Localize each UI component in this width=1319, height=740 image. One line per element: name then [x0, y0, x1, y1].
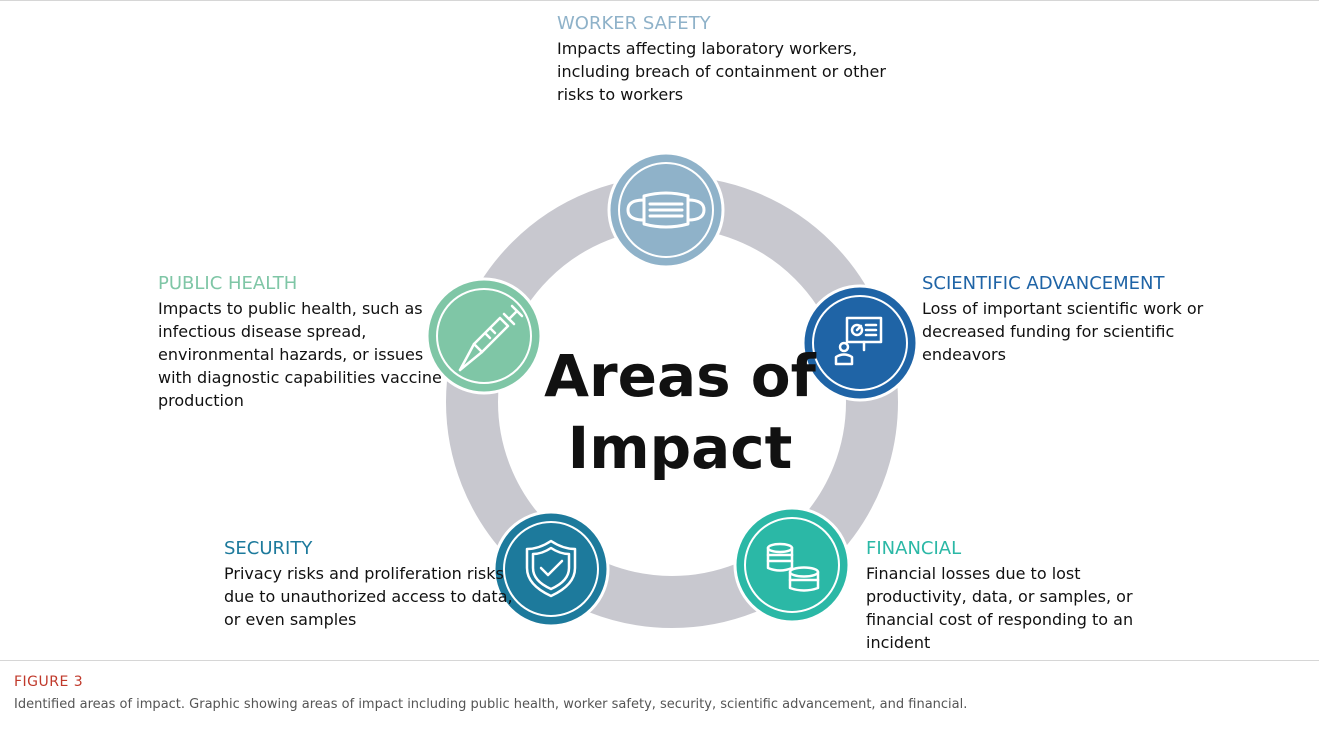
worker-safety-title: WORKER SAFETY: [557, 13, 711, 34]
security-node: [492, 510, 610, 628]
scientific-advancement-title: SCIENTIFIC ADVANCEMENT: [922, 273, 1165, 294]
security-description: Privacy risks and proliferation risks du…: [224, 564, 513, 629]
scientific-advancement-description: Loss of important scientific work or dec…: [922, 299, 1204, 364]
worker-safety-text: WORKER SAFETY Impacts affecting laborato…: [557, 13, 887, 106]
scientific-advancement-inner-ring: [812, 295, 908, 391]
worker-safety-node: [607, 151, 725, 269]
figure-label: FIGURE 3: [14, 674, 84, 690]
public-health-description: Impacts to public health, such as infect…: [158, 299, 442, 410]
financial-title: FINANCIAL: [866, 538, 962, 559]
security-inner-ring: [503, 521, 599, 617]
syringe-icon: [458, 304, 524, 372]
public-health-inner-ring: [436, 288, 532, 384]
coins-icon: [766, 542, 820, 592]
security-text: SECURITY Privacy risks and proliferation…: [224, 538, 514, 631]
worker-safety-inner-ring: [618, 162, 714, 258]
scientific-advancement-node: [801, 284, 919, 402]
public-health-title: PUBLIC HEALTH: [158, 273, 298, 294]
areas-of-impact-diagram: [425, 151, 919, 628]
financial-description: Financial losses due to lost productivit…: [866, 564, 1134, 652]
worker-safety-description: Impacts affecting laboratory workers, in…: [557, 39, 886, 104]
public-health-text: PUBLIC HEALTH Impacts to public health, …: [158, 273, 448, 412]
face-mask-icon: [626, 191, 706, 229]
top-divider: [0, 0, 1319, 1]
center-title-line-2: Impact: [567, 414, 793, 482]
security-title: SECURITY: [224, 538, 313, 559]
caption-divider: [0, 660, 1319, 661]
center-title-line-1: Areas of: [544, 342, 816, 410]
presentation-icon: [834, 316, 883, 366]
figure-caption: Identified areas of impact. Graphic show…: [14, 697, 968, 712]
diagram-center-title: Areas of Impact: [490, 340, 870, 484]
security-circle: [492, 510, 610, 628]
financial-text: FINANCIAL Financial losses due to lost p…: [866, 538, 1156, 654]
public-health-node: [425, 277, 543, 395]
financial-inner-ring: [744, 517, 840, 613]
scientific-advancement-text: SCIENTIFIC ADVANCEMENT Loss of important…: [922, 273, 1222, 366]
financial-node: [733, 506, 851, 624]
shield-check-icon: [525, 539, 577, 598]
